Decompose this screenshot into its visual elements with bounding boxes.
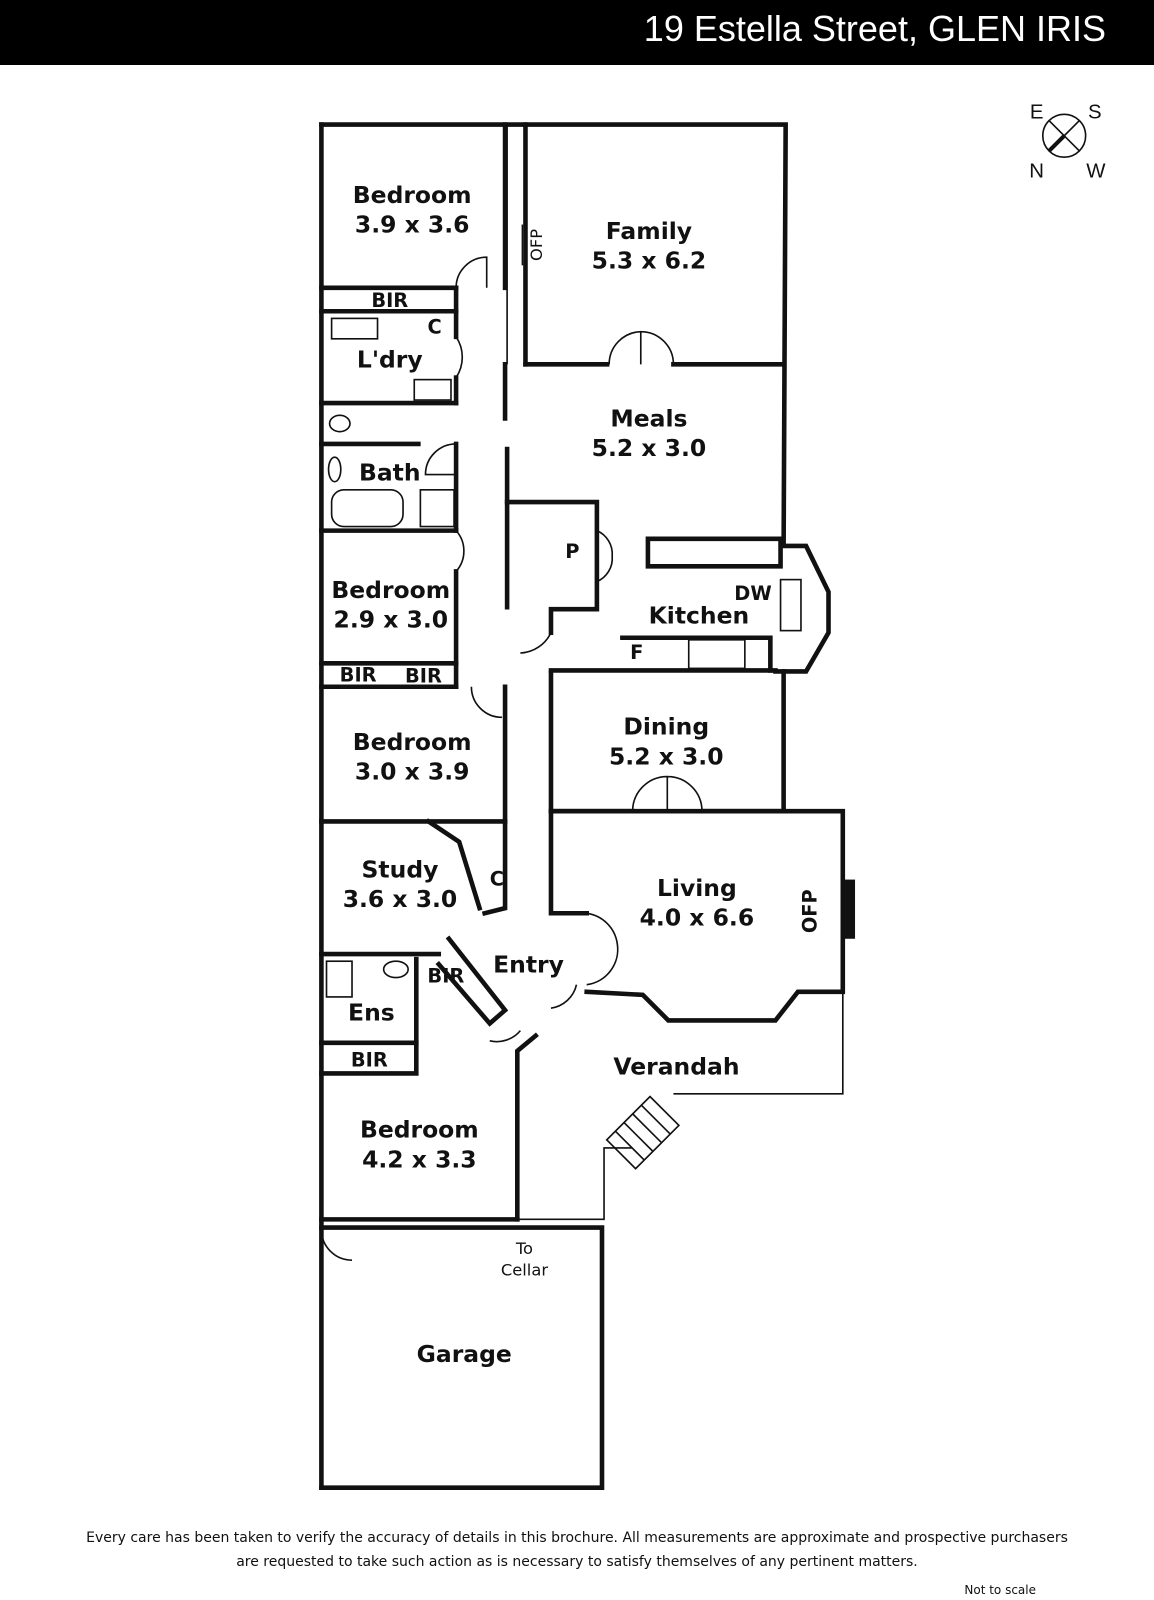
bir-label: BIR — [371, 289, 408, 312]
room-name: Bedroom — [360, 1116, 479, 1144]
room-name: Study — [362, 856, 439, 884]
bir-label: BIR — [351, 1048, 388, 1071]
disclaimer-line: Every care has been taken to verify the … — [86, 1530, 1068, 1546]
room-size: 5.3 x 6.2 — [592, 246, 707, 274]
room-size: 3.0 x 3.9 — [355, 758, 470, 786]
room-garage: Garage — [417, 1340, 512, 1368]
room-name: Bedroom — [353, 728, 472, 756]
compass-w: W — [1086, 161, 1106, 183]
room-size: 2.9 x 3.0 — [334, 606, 449, 634]
open-fireplace-label: OFP — [798, 889, 821, 933]
property-address: 19 Estella Street, GLEN IRIS — [643, 8, 1106, 49]
header-bar: 19 Estella Street, GLEN IRIS — [0, 0, 1154, 65]
room-name: Bedroom — [331, 576, 450, 604]
disclaimer-line: are requested to take such action as is … — [236, 1554, 918, 1570]
compass-icon: E S N W — [1029, 101, 1106, 182]
room-size: 4.0 x 6.6 — [640, 904, 755, 932]
open-fireplace-label: OFP — [527, 229, 546, 261]
pantry-label: P — [565, 540, 579, 563]
bir-label: BIR — [427, 965, 464, 988]
room-size: 4.2 x 3.3 — [362, 1145, 477, 1173]
not-to-scale-note: Not to scale — [964, 1583, 1036, 1597]
bir-label: BIR — [340, 664, 377, 687]
room-bath: Bath — [359, 459, 421, 487]
room-meals: Meals 5.2 x 3.0 — [592, 405, 707, 463]
compass-s: S — [1088, 101, 1102, 123]
to-cellar-label: Cellar — [501, 1260, 548, 1279]
disclaimer: Every care has been taken to verify the … — [0, 1526, 1154, 1574]
room-laundry: L'dry — [357, 345, 423, 373]
room-name: Family — [606, 217, 692, 245]
room-bedroom-2: Bedroom 2.9 x 3.0 — [331, 576, 450, 634]
fridge-label: F — [630, 641, 643, 664]
compass-e: E — [1030, 101, 1044, 123]
dishwasher-label: DW — [734, 582, 771, 605]
room-bedroom-4: Bedroom 4.2 x 3.3 — [360, 1116, 479, 1174]
compass-n: N — [1029, 161, 1044, 183]
room-ensuite: Ens — [348, 998, 395, 1026]
cupboard-label: C — [490, 868, 504, 891]
bir-label: BIR — [405, 665, 442, 688]
room-size: 3.9 x 3.6 — [355, 211, 470, 239]
room-name: Dining — [623, 713, 709, 741]
room-dining: Dining 5.2 x 3.0 — [609, 713, 724, 771]
room-kitchen: Kitchen — [649, 601, 750, 629]
room-name: Living — [657, 874, 737, 902]
room-family: Family 5.3 x 6.2 — [592, 217, 707, 275]
walls — [319, 122, 856, 1491]
room-name: Meals — [610, 405, 687, 433]
room-study: Study 3.6 x 3.0 — [343, 856, 458, 914]
room-entry: Entry — [493, 950, 564, 978]
room-living: Living 4.0 x 6.6 — [640, 874, 755, 932]
to-cellar-label: To — [515, 1239, 533, 1258]
room-bedroom-1: Bedroom 3.9 x 3.6 — [353, 181, 472, 239]
room-size: 5.2 x 3.0 — [592, 434, 707, 462]
room-size: 3.6 x 3.0 — [343, 885, 458, 913]
room-bedroom-3: Bedroom 3.0 x 3.9 — [353, 728, 472, 786]
room-verandah: Verandah — [613, 1052, 739, 1080]
room-name: Bedroom — [353, 181, 472, 209]
cupboard-label: C — [428, 316, 442, 339]
room-size: 5.2 x 3.0 — [609, 742, 724, 770]
